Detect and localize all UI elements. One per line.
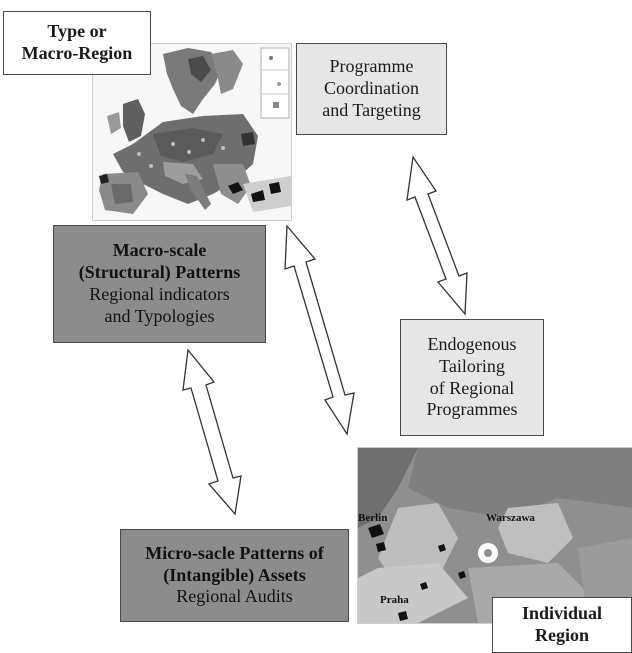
endogenous-line2: Tailoring <box>439 355 505 376</box>
programme-coordination-box: Programme Coordination and Targeting <box>296 43 447 135</box>
type-box-line2: Macro-Region <box>21 43 133 63</box>
micro-sub: Regional Audits <box>176 586 293 607</box>
individual-line1: Individual <box>521 603 603 624</box>
micro-title1: Micro-sacle Patterns of <box>145 542 324 563</box>
macro-scale-patterns-box: Macro-scale (Structural) Patterns Region… <box>53 225 266 343</box>
macro-sub2: and Typologies <box>104 305 215 326</box>
macro-sub1: Regional indicators <box>89 284 230 304</box>
individual-line2: Region <box>535 625 589 645</box>
endogenous-line4: Programmes <box>426 399 518 420</box>
double-arrow-programme-endogenous <box>406 155 468 316</box>
micro-title2: (Intangible) Assets <box>163 564 306 585</box>
macro-title2: (Structural) Patterns <box>78 262 241 283</box>
endogenous-tailoring-box: Endogenous Tailoring of Regional Program… <box>400 319 544 436</box>
micro-scale-patterns-box: Micro-sacle Patterns of (Intangible) Ass… <box>120 529 349 622</box>
type-macro-region-box: Type or Macro-Region <box>3 11 151 75</box>
programme-line1: Programme <box>329 56 414 77</box>
map-label-warszawa: Warszawa <box>486 512 535 524</box>
map-label-berlin: Berlin <box>358 512 388 524</box>
endogenous-line1: Endogenous <box>427 333 517 354</box>
double-arrow-macro-micro <box>182 348 242 516</box>
programme-line3: and Targeting <box>322 99 421 120</box>
individual-region-box: Individual Region <box>492 597 632 653</box>
macro-title1: Macro-scale <box>112 240 207 261</box>
type-box-line1: Type or <box>47 21 107 42</box>
double-arrow-macro-individual <box>284 224 355 436</box>
programme-line2: Coordination <box>324 78 419 99</box>
region-map: Berlin Warszawa Praha <box>357 447 632 624</box>
endogenous-line3: of Regional <box>429 377 515 398</box>
map-label-praha: Praha <box>380 594 409 606</box>
